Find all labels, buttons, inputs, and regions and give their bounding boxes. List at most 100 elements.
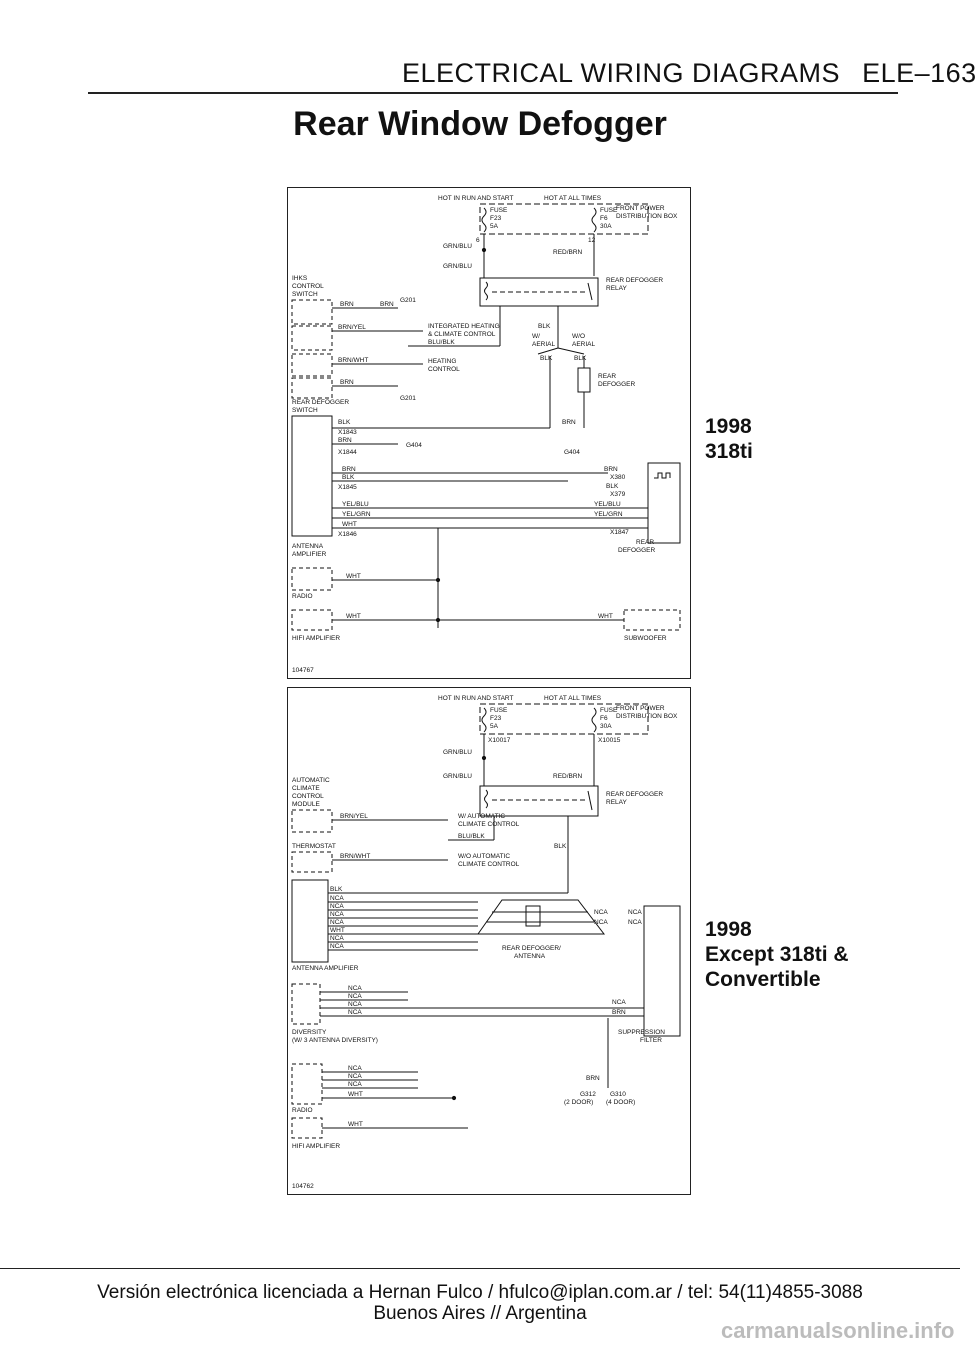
diagram-label: W/O AUTOMATIC (458, 853, 510, 860)
diagram-label: CLIMATE CONTROL (458, 861, 520, 868)
pin-6: 6 (476, 237, 480, 244)
wire-brn-6: BRN (342, 466, 356, 473)
diagram-label: ANTENNA AMPLIFIER (292, 965, 359, 972)
diagram-label: G310 (610, 1091, 626, 1098)
conn-x1847: X1847 (610, 529, 629, 536)
diagram-label: ANTENNA (514, 953, 546, 960)
diagram-label: SUPPRESSION (618, 1029, 665, 1036)
diagram-label: NCA (594, 919, 608, 926)
diagram-label: DIVERSITY (292, 1029, 327, 1036)
wire-blk-3: BLK (338, 419, 351, 426)
diagram-label: BLK (554, 843, 567, 850)
diagram-label: BRN (612, 1009, 626, 1016)
rear-def-3: REAR (636, 539, 654, 546)
model-label-except-318ti: 1998 Except 318ti & Convertible (705, 918, 849, 991)
diagram-label: REAR DEFOGGER (606, 791, 663, 798)
rear-def-switch-2: SWITCH (292, 407, 318, 414)
label-hot-all-times-2: HOT AT ALL TIMES (544, 695, 602, 702)
heating-label-1: HEATING (428, 358, 456, 365)
wire-brn-wht: BRN/WHT (338, 357, 368, 364)
diagram-label: NCA (594, 909, 608, 916)
diagram-label: RADIO (292, 1107, 313, 1114)
filter-symbol (654, 472, 671, 479)
fuse-a-symbol (481, 207, 487, 233)
rear-defogger-relay-2 (479, 785, 599, 817)
license-line-2: Buenos Aires // Argentina (373, 1303, 587, 1324)
label-hot-run-start: HOT IN RUN AND START (438, 195, 514, 202)
integrated-label-2: & CLIMATE CONTROL (428, 331, 496, 338)
diagram-label: NCA (628, 919, 642, 926)
conn-x1846: X1846 (338, 531, 357, 538)
page-header: ELECTRICAL WIRING DIAGRAMS ELE–163 (402, 58, 977, 89)
rear-def-2: DEFOGGER (598, 381, 636, 388)
label-hot-all-times: HOT AT ALL TIMES (544, 195, 602, 202)
watermark: carmanualsonline.info (721, 1318, 955, 1343)
diagram-label: NCA (348, 1065, 362, 1072)
wire-brn-7: BRN (604, 466, 618, 473)
ihks-label-3: SWITCH (292, 291, 318, 298)
diagram-label: BRN/WHT (340, 853, 370, 860)
diagram-label: (4 DOOR) (606, 1099, 635, 1106)
fuse-b-label: FUSE (600, 207, 618, 214)
wire-red-brn: RED/BRN (553, 249, 583, 256)
diagram-label: NCA (330, 911, 344, 918)
wire-yel-grn-2: YEL/GRN (594, 511, 623, 518)
wiring-diagram-except-318ti: HOT IN RUN AND START HOT AT ALL TIMES FU… (287, 687, 691, 1195)
wire-grn-blu: GRN/BLU (443, 243, 472, 250)
antenna-amp-label-2: AMPLIFIER (292, 551, 327, 558)
diagram-except-318ti-svg: HOT IN RUN AND START HOT AT ALL TIMES FU… (291, 695, 681, 1190)
page-number: ELE–163 (862, 58, 977, 88)
w-aerial-1: W/ (532, 333, 540, 340)
ground-g201-b: G201 (400, 395, 416, 402)
relay-label-1: REAR DEFOGGER (606, 277, 663, 284)
diagram-label: REAR DEFOGGER/ (502, 945, 561, 952)
fuse-b-symbol (591, 207, 597, 233)
wire-brn-yel: BRN/YEL (338, 324, 366, 331)
fuse-b-rating: 30A (600, 223, 612, 230)
wiring-diagram-318ti: HOT IN RUN AND START HOT AT ALL TIMES FU… (287, 187, 691, 679)
relay-label-2: RELAY (606, 285, 627, 292)
diagram-label: NCA (348, 1001, 362, 1008)
diagram-label: NCA (348, 993, 362, 1000)
fuse-a-id: F23 (490, 215, 502, 222)
wire-yel-grn-1: YEL/GRN (342, 511, 371, 518)
diagram-label: FILTER (640, 1037, 662, 1044)
rear-window-grid (477, 899, 606, 935)
wire-wht-1: WHT (342, 521, 357, 528)
wire-blu-blk: BLU/BLK (428, 339, 455, 346)
diagram-label: 30A (600, 723, 612, 730)
diagram-label: NCA (348, 1073, 362, 1080)
ground-g404-b: G404 (406, 442, 422, 449)
section-title: ELECTRICAL WIRING DIAGRAMS (402, 58, 841, 88)
diagram-label: NCA (330, 935, 344, 942)
diagram-label: NCA (348, 1009, 362, 1016)
diagram-label: (W/ 3 ANTENNA DIVERSITY) (292, 1037, 378, 1044)
diagram-id-2: 104762 (292, 1183, 314, 1190)
fuse-b-id: F6 (600, 215, 608, 222)
diagram-label: NCA (330, 903, 344, 910)
diagram-label: (2 DOOR) (564, 1099, 593, 1106)
diagram-label: WHT (348, 1091, 363, 1098)
box-label-2: DISTRIBUTION BOX (616, 213, 678, 220)
diagram-label: W/ AUTOMATIC (458, 813, 505, 820)
diagram-label: CLIMATE CONTROL (458, 821, 520, 828)
rear-defogger-relay (479, 277, 599, 307)
diagram-label: NCA (348, 985, 362, 992)
conn-x1845: X1845 (338, 484, 357, 491)
antenna-amplifier-box (291, 415, 333, 537)
subwoofer-label: SUBWOOFER (624, 635, 667, 642)
wire-yel-blu-1: YEL/BLU (342, 501, 369, 508)
model-label-318ti: 1998 318ti (705, 415, 753, 463)
ihks-label-2: CONTROL (292, 283, 324, 290)
rear-def-1: REAR (598, 373, 616, 380)
rear-defogger-element (577, 367, 591, 393)
diagram-label: G312 (580, 1091, 596, 1098)
diagram-label: NCA (628, 909, 642, 916)
fuse-a-label: FUSE (490, 207, 508, 214)
diagram-label: NCA (330, 919, 344, 926)
rear-def-4: DEFOGGER (618, 547, 656, 554)
wire-brn-3: BRN (340, 379, 354, 386)
wire-brn-1: BRN (340, 301, 354, 308)
diagram-label: RELAY (606, 799, 627, 806)
label-hot-run-start-2: HOT IN RUN AND START (438, 695, 514, 702)
